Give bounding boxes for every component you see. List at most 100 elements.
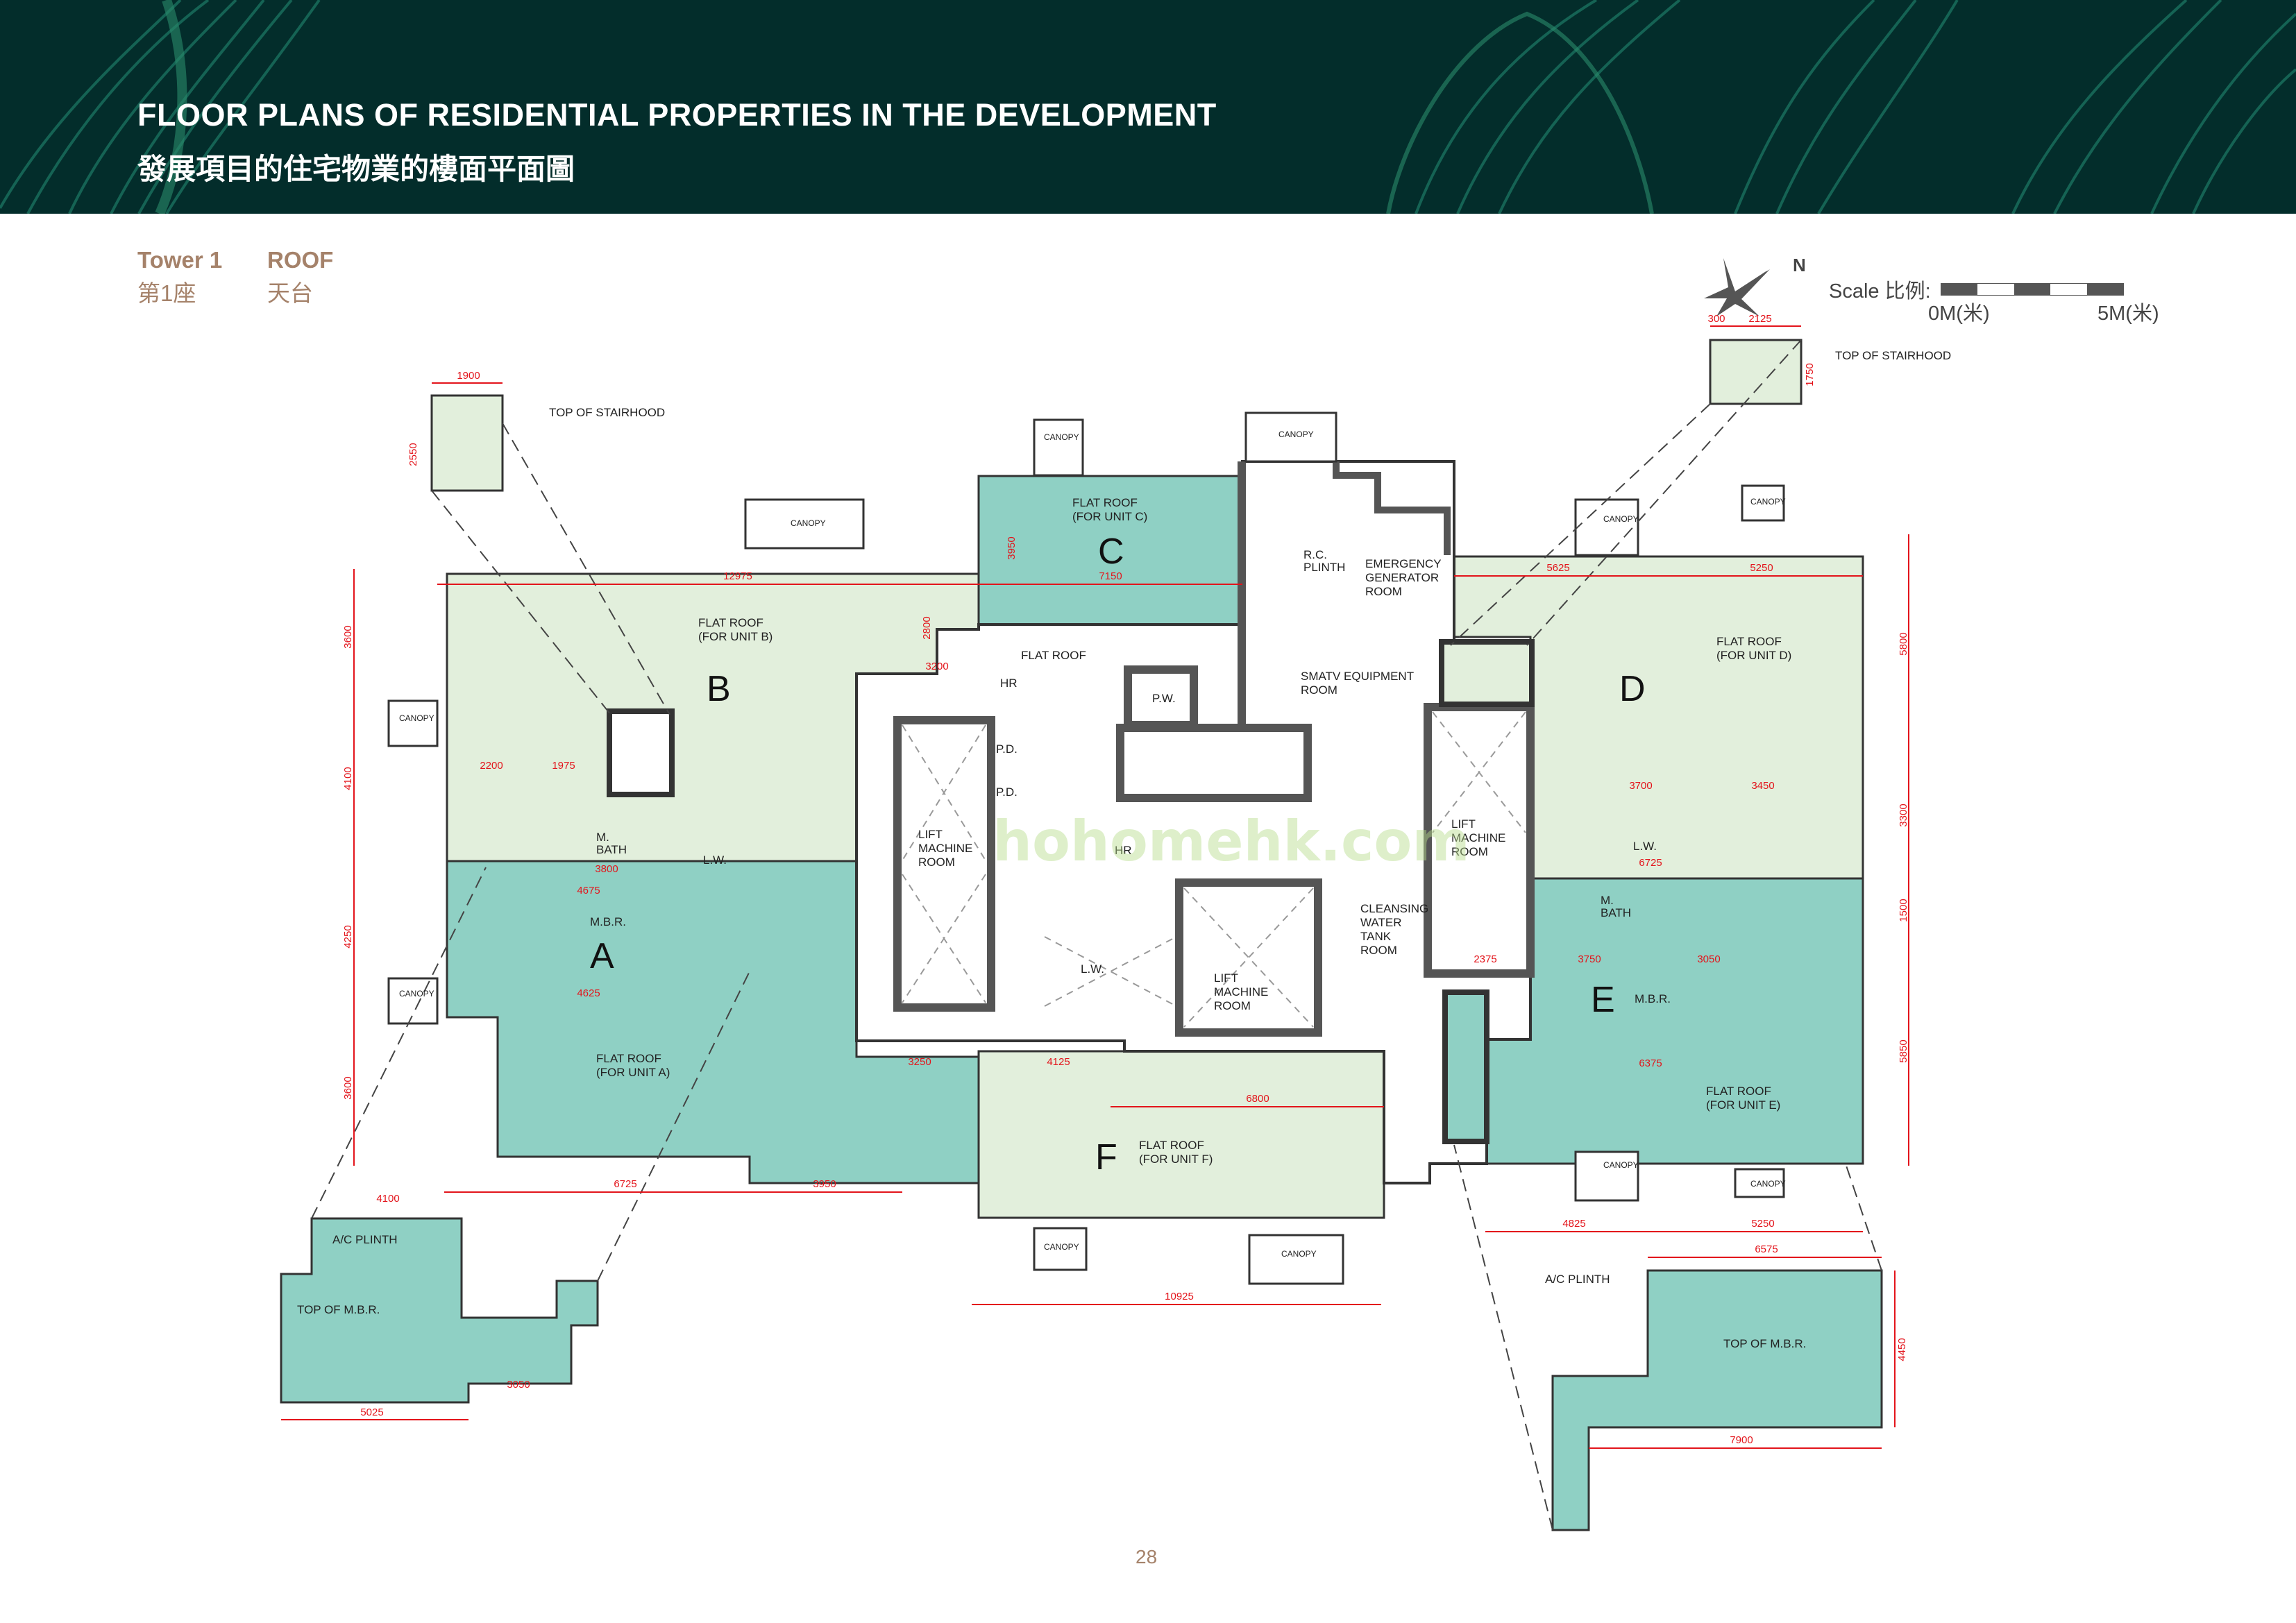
tower-label: Tower 1 bbox=[137, 247, 223, 273]
dimension-label: 5025 bbox=[360, 1407, 383, 1418]
flat-roof-b-unit: (FOR UNIT B) bbox=[698, 630, 773, 643]
tower-label-chinese: 第1座 bbox=[137, 280, 196, 306]
pd-label: P.D. bbox=[996, 742, 1018, 756]
unit-letter-a: A bbox=[590, 936, 614, 976]
mbr-label: M.B.R. bbox=[590, 915, 626, 928]
dimension-label: 5625 bbox=[1546, 562, 1569, 574]
m-bath-label: M. bbox=[596, 831, 609, 844]
flat-roof-unit-c bbox=[977, 475, 1244, 626]
dimension-label: 2800 bbox=[921, 616, 933, 639]
dimension-label: 4125 bbox=[1047, 1056, 1070, 1068]
top-of-stairhood-label: TOP OF STAIRHOOD bbox=[549, 406, 665, 419]
lift-machine-room-label: ROOM bbox=[918, 856, 955, 869]
cleansing-tank-room-label: WATER bbox=[1360, 916, 1402, 929]
rc-plinth-label: PLINTH bbox=[1303, 561, 1345, 574]
dimension-label: 3950 bbox=[813, 1178, 836, 1190]
dimension-label: 3750 bbox=[1578, 953, 1601, 965]
dimension-lines bbox=[281, 325, 1909, 1449]
dimension-label: 1500 bbox=[1898, 899, 1909, 921]
emergency-generator-room-label: ROOM bbox=[1365, 585, 1402, 598]
canopy-label: CANOPY bbox=[399, 989, 434, 999]
smatv-room-label: SMATV EQUIPMENT bbox=[1301, 670, 1414, 683]
dimension-label: 2125 bbox=[1748, 313, 1771, 325]
mbr-label: M.B.R. bbox=[1635, 992, 1671, 1005]
flat-roof-e-label: FLAT ROOF bbox=[1706, 1085, 1771, 1098]
dimension-label: 2375 bbox=[1474, 953, 1496, 965]
lw-label: L.W. bbox=[1633, 840, 1657, 853]
scale-label: Scale 比例: bbox=[1829, 280, 1931, 303]
dimension-label: 3050 bbox=[507, 1379, 530, 1391]
emergency-generator-room-label: GENERATOR bbox=[1365, 571, 1439, 584]
dimension-label: 3600 bbox=[342, 625, 354, 648]
north-compass-icon bbox=[1704, 258, 1770, 316]
dimension-label: 3200 bbox=[925, 661, 948, 672]
dimension-label: 4100 bbox=[376, 1193, 399, 1205]
scale-start-label: 0M(米) bbox=[1928, 303, 1990, 325]
dimension-label: 7900 bbox=[1730, 1434, 1753, 1446]
flat-roof-f-unit: (FOR UNIT F) bbox=[1139, 1153, 1213, 1166]
dimension-label: 6375 bbox=[1639, 1057, 1662, 1069]
flat-roof-a-label: FLAT ROOF bbox=[596, 1052, 661, 1065]
dimension-label: 1750 bbox=[1804, 363, 1816, 386]
dimension-label: 5850 bbox=[1898, 1039, 1909, 1062]
hr-label: HR bbox=[1115, 844, 1132, 857]
canopy-label: CANOPY bbox=[1603, 514, 1639, 524]
flat-roof-b-label: FLAT ROOF bbox=[698, 616, 763, 629]
dimension-label: 6800 bbox=[1246, 1093, 1269, 1105]
floor-label-chinese: 天台 bbox=[267, 280, 313, 306]
flat-roof-d-unit: (FOR UNIT D) bbox=[1716, 649, 1791, 662]
cleansing-tank-room-label: ROOM bbox=[1360, 944, 1397, 957]
canopy-label: CANOPY bbox=[1044, 1242, 1079, 1252]
lift-machine-room-label: LIFT bbox=[1451, 817, 1476, 831]
pw-room bbox=[1124, 665, 1198, 729]
flat-roof-labels: FLAT ROOF (FOR UNIT B) FLAT ROOF (FOR UN… bbox=[596, 496, 1791, 1166]
dimension-label: 3600 bbox=[342, 1076, 354, 1099]
flat-roof-d-label: FLAT ROOF bbox=[1716, 635, 1782, 648]
unit-letter-d: D bbox=[1619, 669, 1646, 709]
dimension-label: 5800 bbox=[1898, 632, 1909, 655]
watermark: hohomehk.com bbox=[993, 809, 1470, 874]
lw-label: L.W. bbox=[703, 853, 727, 867]
top-of-mbr-left bbox=[280, 1217, 599, 1404]
ac-plinth-label: A/C PLINTH bbox=[332, 1233, 398, 1246]
dimension-label: 3950 bbox=[1006, 536, 1018, 559]
top-of-stairhood-right bbox=[1709, 339, 1803, 405]
page-title: FLOOR PLANS OF RESIDENTIAL PROPERTIES IN… bbox=[137, 97, 1217, 133]
flat-roof-c-label: FLAT ROOF bbox=[1072, 496, 1138, 509]
unit-letter-c: C bbox=[1098, 532, 1124, 572]
canopy-label: CANOPY bbox=[1281, 1249, 1317, 1259]
dimension-label: 3700 bbox=[1629, 780, 1652, 792]
scale-bar bbox=[1941, 283, 2124, 296]
dimension-label: 3050 bbox=[1697, 953, 1720, 965]
dimension-label: 4450 bbox=[1896, 1338, 1908, 1361]
canopy-label: CANOPY bbox=[1750, 497, 1786, 507]
flat-roof-c-unit: (FOR UNIT C) bbox=[1072, 510, 1147, 523]
top-of-stairhood-label: TOP OF STAIRHOOD bbox=[1835, 349, 1951, 362]
dimension-label: 3300 bbox=[1898, 804, 1909, 826]
lift-machine-room-label: MACHINE bbox=[1451, 831, 1505, 844]
top-of-mbr-label: TOP OF M.B.R. bbox=[297, 1303, 380, 1316]
page-number: 28 bbox=[1136, 1546, 1158, 1567]
top-of-mbr-label: TOP OF M.B.R. bbox=[1723, 1337, 1806, 1350]
canopy-label: CANOPY bbox=[791, 518, 826, 528]
top-of-mbr-right bbox=[1551, 1269, 1883, 1531]
canopy-labels: CANOPY CANOPY CANOPY CANOPY CANOPY CANOP… bbox=[399, 430, 1786, 1259]
dimension-label: 4250 bbox=[342, 925, 354, 948]
dimension-label: 7150 bbox=[1099, 570, 1122, 582]
flat-roof-a-unit: (FOR UNIT A) bbox=[596, 1066, 670, 1079]
lift-machine-room-label: MACHINE bbox=[1214, 985, 1268, 999]
unit-letter-f: F bbox=[1095, 1137, 1117, 1178]
dimension-label: 3800 bbox=[595, 863, 618, 875]
lift-machine-room-label: ROOM bbox=[1214, 999, 1251, 1012]
canopies bbox=[387, 411, 1785, 1285]
flat-roof-e-unit: (FOR UNIT E) bbox=[1706, 1098, 1780, 1112]
generator-room-outline bbox=[1333, 461, 1451, 555]
dimension-label: 4100 bbox=[342, 767, 354, 790]
room-labels: R.C. PLINTH EMERGENCY GENERATOR ROOM SMA… bbox=[297, 349, 1951, 1350]
canopy-label: CANOPY bbox=[1750, 1179, 1786, 1189]
pw-label: P.W. bbox=[1152, 692, 1176, 705]
ac-plinth-label: A/C PLINTH bbox=[1545, 1273, 1610, 1286]
flat-roof-f-label: FLAT ROOF bbox=[1139, 1139, 1204, 1152]
cleansing-tank-room-label: CLEANSING bbox=[1360, 902, 1428, 915]
